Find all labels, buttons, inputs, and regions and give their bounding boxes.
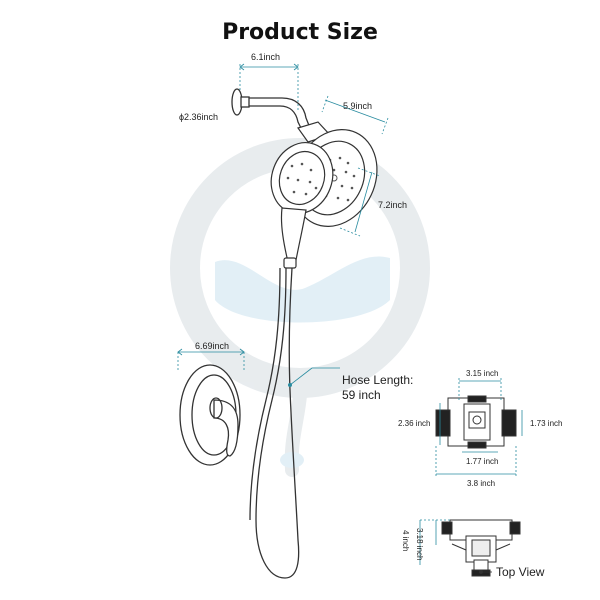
arm-dimension: [239, 63, 299, 112]
valve-side-long-label: 4 inch: [401, 530, 410, 552]
head-dimensions: [321, 95, 389, 237]
valve-left-height-label: 2.36 inch: [398, 419, 431, 428]
flange-diameter-label: ϕ2.36inch: [179, 112, 219, 122]
valve-bottom-outer-label: 3.8 inch: [467, 479, 496, 488]
hand-shower-head: [270, 142, 334, 269]
valve-top-width-label: 3.15 inch: [466, 369, 499, 378]
hose-length-label: Hose Length:: [342, 373, 414, 387]
arm-length-label: 6.1inch: [251, 52, 281, 62]
valve-right-height-label: 1.73 inch: [530, 419, 563, 428]
valve-bottom-inner-label: 1.77 inch: [466, 457, 499, 466]
head-height-label: 7.2inch: [378, 200, 408, 210]
top-view-dimensions: [419, 519, 450, 565]
valve-front-view: [435, 395, 517, 449]
top-view-pointer: [479, 570, 492, 574]
top-view-label: Top View: [496, 565, 545, 579]
hose: [249, 267, 340, 579]
head-width-label: 5.9inch: [343, 101, 373, 111]
valve-front-dimensions: [435, 378, 523, 478]
shower-arm: [231, 88, 311, 131]
trim-width-label: 6.69inch: [195, 341, 230, 351]
valve-side-short-label: 3.18 inch: [415, 528, 424, 561]
trim-dimension: [177, 348, 245, 372]
hose-length-value: 59 inch: [342, 388, 381, 402]
trim-plate: [179, 364, 241, 466]
page-title: Product Size: [222, 20, 378, 45]
